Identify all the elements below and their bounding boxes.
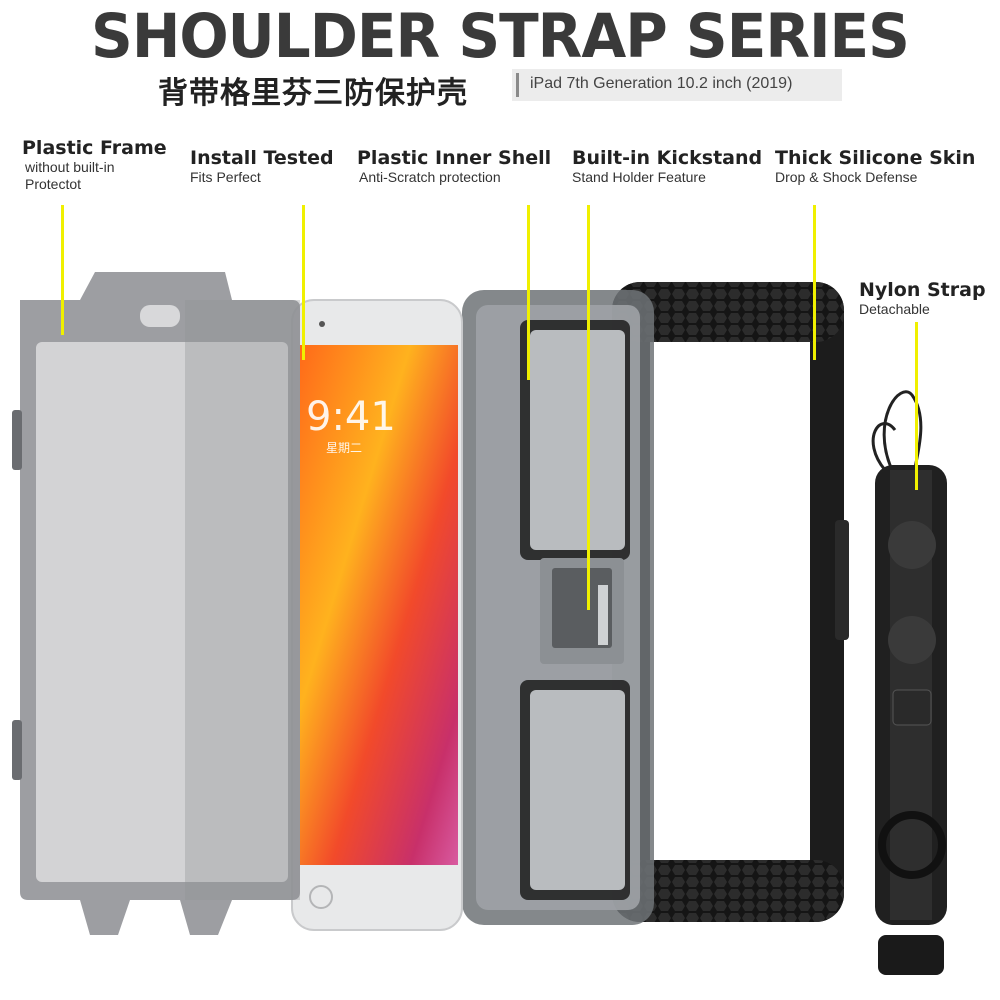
feature-subtitle: Stand Holder Feature	[572, 169, 706, 185]
screen-time: 9:41	[306, 394, 396, 440]
feature-subtitle: Fits Perfect	[190, 169, 261, 185]
feature-title: Built-in Kickstand	[572, 147, 763, 169]
leader-install-tested	[302, 205, 305, 360]
nylon-strap	[871, 390, 947, 975]
feature-silicone-skin: Thick Silicone Skin Drop & Shock Defense	[775, 147, 975, 186]
feature-nylon-strap: Nylon Strap Detachable	[859, 279, 986, 318]
leader-inner-shell	[527, 205, 530, 380]
feature-title: Install Tested	[190, 147, 334, 169]
chinese-subtitle: 背带格里芬三防保护壳	[158, 76, 468, 111]
model-badge	[512, 69, 842, 101]
feature-title: Plastic Frame	[22, 137, 167, 159]
leader-plastic-frame	[61, 205, 64, 335]
leader-silicone-skin	[813, 205, 816, 360]
feature-plastic-frame: Plastic Frame without built-in Protectot	[22, 137, 167, 193]
feature-title: Plastic Inner Shell	[357, 147, 552, 169]
silicone-skin	[612, 282, 849, 922]
feature-subtitle: Anti-Scratch protection	[359, 169, 501, 185]
feature-install-tested: Install Tested Fits Perfect	[190, 147, 334, 186]
plastic-frame	[12, 272, 300, 935]
screen-date: 星期二	[326, 441, 362, 455]
feature-kickstand: Built-in Kickstand Stand Holder Feature	[572, 147, 762, 186]
page-title: SHOULDER STRAP SERIES	[91, 0, 910, 72]
feature-subtitle: Drop & Shock Defense	[775, 169, 918, 185]
feature-subtitle: without built-in Protectot	[25, 159, 115, 192]
leader-nylon-strap	[915, 322, 918, 490]
ipad-device	[291, 299, 463, 931]
feature-subtitle: Detachable	[859, 301, 930, 317]
feature-title: Thick Silicone Skin	[775, 147, 976, 169]
model-name: iPad 7th Generation 10.2 inch (2019)	[530, 75, 793, 92]
inner-shell	[462, 290, 654, 925]
feature-title: Nylon Strap	[859, 279, 986, 301]
model-badge-divider	[516, 73, 519, 97]
leader-kickstand	[587, 205, 590, 610]
feature-inner-shell: Plastic Inner Shell Anti-Scratch protect…	[357, 147, 551, 186]
